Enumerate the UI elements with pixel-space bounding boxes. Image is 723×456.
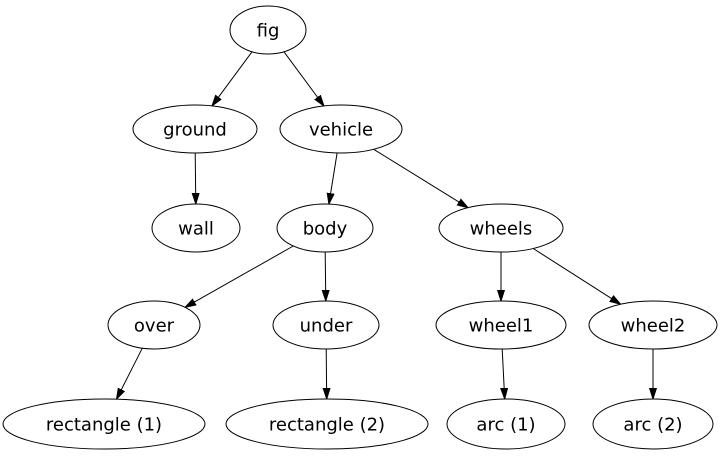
edge-wheel1-to-arc1 [502, 348, 505, 399]
node-ellipse-arc2 [592, 398, 714, 450]
edge-body-to-under [325, 251, 326, 301]
node-ellipse-wheel1 [435, 300, 567, 350]
edge-vehicle-to-wheels [373, 148, 468, 207]
edge-fig-to-ground [212, 51, 253, 106]
node-label-over: over [134, 315, 175, 336]
node-ellipse-fig [229, 5, 307, 55]
node-label-fig: fig [257, 20, 280, 41]
node-over: over [107, 300, 201, 350]
node-label-ground: ground [163, 119, 227, 140]
edge-under-to-rect2 [326, 348, 327, 399]
node-label-rect2: rectangle (2) [269, 414, 385, 435]
node-label-wheels: wheels [470, 218, 533, 239]
node-ellipse-vehicle [279, 104, 403, 154]
node-rect1: rectangle (1) [2, 398, 206, 450]
node-wheels: wheels [438, 203, 564, 253]
node-ellipse-rect1 [2, 398, 206, 450]
node-body: body [276, 203, 374, 253]
node-ellipse-over [107, 300, 201, 350]
node-arc2: arc (2) [592, 398, 714, 450]
node-vehicle: vehicle [279, 104, 403, 154]
node-ellipse-rect2 [225, 398, 429, 450]
node-ellipse-wall [151, 203, 241, 253]
node-ellipse-wheels [438, 203, 564, 253]
node-label-under: under [300, 315, 353, 336]
node-label-rect1: rectangle (1) [46, 414, 162, 435]
node-under: under [272, 300, 380, 350]
node-ellipse-wheel2 [588, 300, 718, 350]
node-label-wall: wall [178, 218, 214, 239]
node-ellipse-under [272, 300, 380, 350]
node-rect2: rectangle (2) [225, 398, 429, 450]
edge-wheels-to-wheel2 [532, 248, 620, 305]
edge-ground-to-wall [195, 152, 196, 204]
node-label-arc2: arc (2) [623, 414, 682, 435]
node-ellipse-body [276, 203, 374, 253]
node-label-wheel2: wheel2 [621, 315, 686, 336]
node-ground: ground [132, 104, 258, 154]
edge-vehicle-to-body [329, 152, 338, 204]
edge-fig-to-vehicle [283, 51, 324, 106]
node-label-wheel1: wheel1 [469, 315, 534, 336]
node-wall: wall [151, 203, 241, 253]
node-wheel1: wheel1 [435, 300, 567, 350]
node-wheel2: wheel2 [588, 300, 718, 350]
edge-body-to-over [185, 245, 294, 307]
node-label-vehicle: vehicle [309, 119, 373, 140]
node-label-body: body [303, 218, 348, 239]
node-label-arc1: arc (1) [476, 414, 535, 435]
node-fig: fig [229, 5, 307, 55]
node-arc1: arc (1) [446, 398, 566, 450]
node-ellipse-arc1 [446, 398, 566, 450]
node-ellipse-ground [132, 104, 258, 154]
edge-over-to-rect1 [117, 347, 143, 399]
